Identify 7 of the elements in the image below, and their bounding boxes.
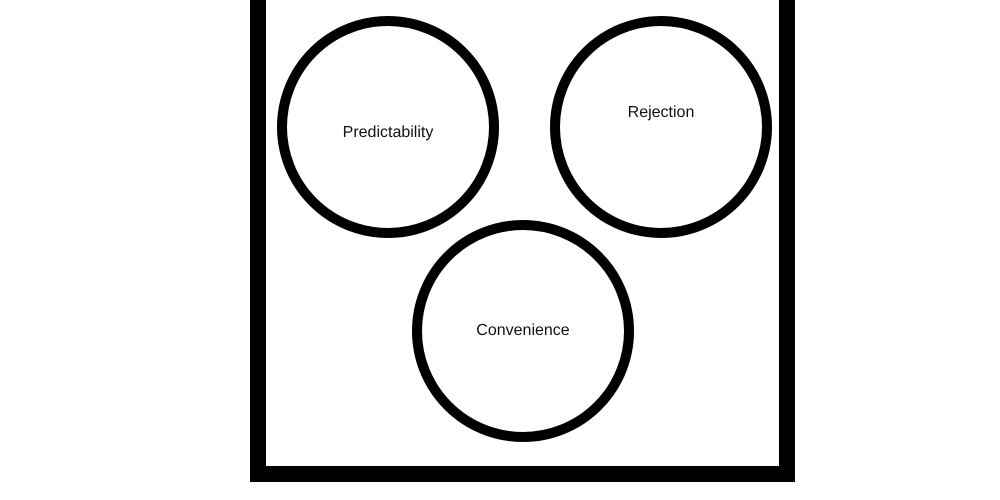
circle-label: Predictability bbox=[342, 124, 434, 142]
circle-label: Convenience bbox=[476, 322, 570, 340]
frame-box bbox=[250, 0, 795, 482]
circle bbox=[412, 220, 634, 442]
circle bbox=[550, 16, 772, 238]
circle bbox=[277, 16, 499, 238]
circle-label: Rejection bbox=[628, 104, 694, 122]
